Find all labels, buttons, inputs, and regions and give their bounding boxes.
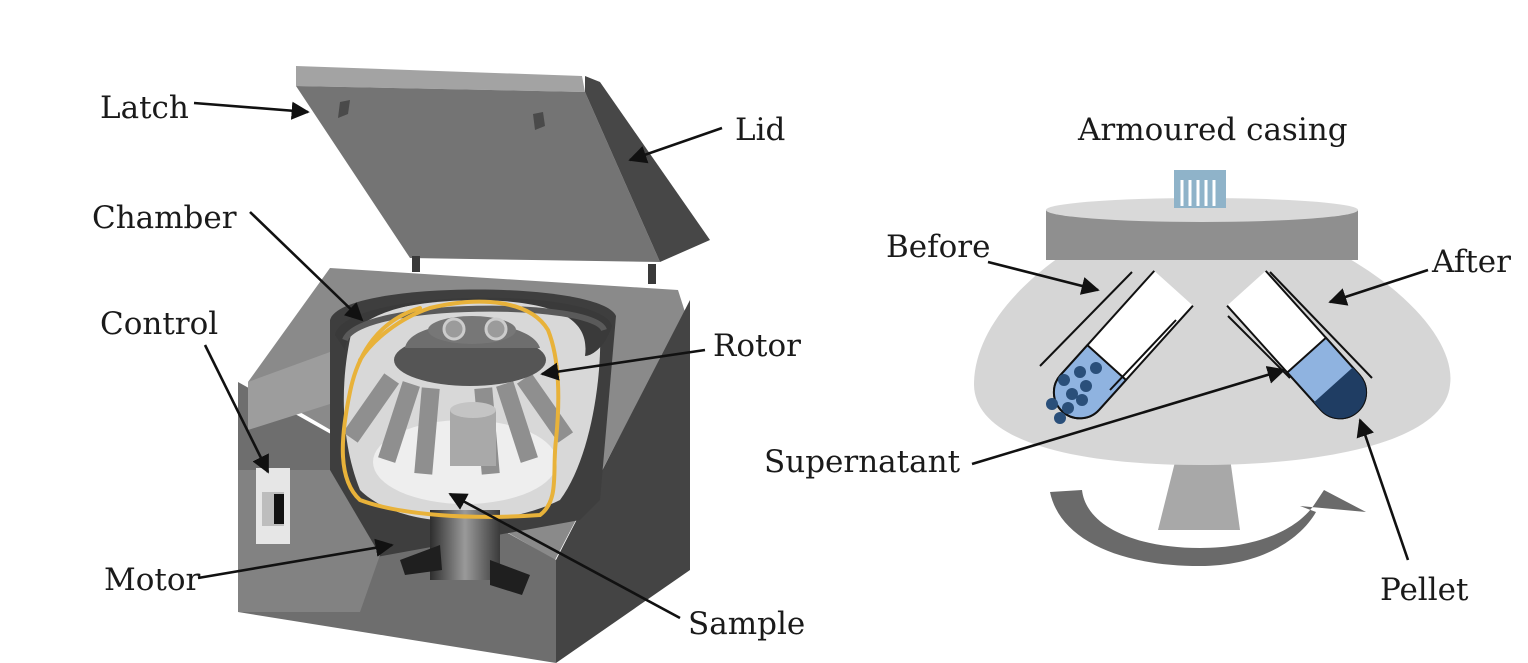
label-rotor: Rotor: [713, 328, 801, 364]
arrow-lid: [630, 128, 722, 160]
label-after: After: [1431, 244, 1511, 280]
hinge-right: [648, 264, 656, 284]
rotor-hole-1: [444, 319, 464, 339]
label-motor: Motor: [104, 562, 201, 598]
label-chamber: Chamber: [92, 200, 237, 236]
label-before: Before: [886, 229, 990, 265]
label-lid: Lid: [735, 112, 785, 148]
control-switch: [274, 494, 284, 524]
label-armoured-casing: Armoured casing: [1077, 112, 1348, 148]
rotor-shaft: [450, 410, 496, 466]
hinge-left: [412, 256, 420, 272]
label-supernatant: Supernatant: [764, 444, 961, 480]
rotor-cross-section: [974, 170, 1450, 566]
label-pellet: Pellet: [1380, 572, 1469, 608]
arrow-latch: [194, 103, 308, 112]
rotor-stand: [1158, 458, 1240, 530]
rotor-shaft-top: [450, 402, 496, 418]
rotor-hole-2: [486, 319, 506, 339]
label-control: Control: [100, 306, 218, 342]
label-sample: Sample: [688, 606, 805, 642]
label-latch: Latch: [100, 90, 189, 126]
